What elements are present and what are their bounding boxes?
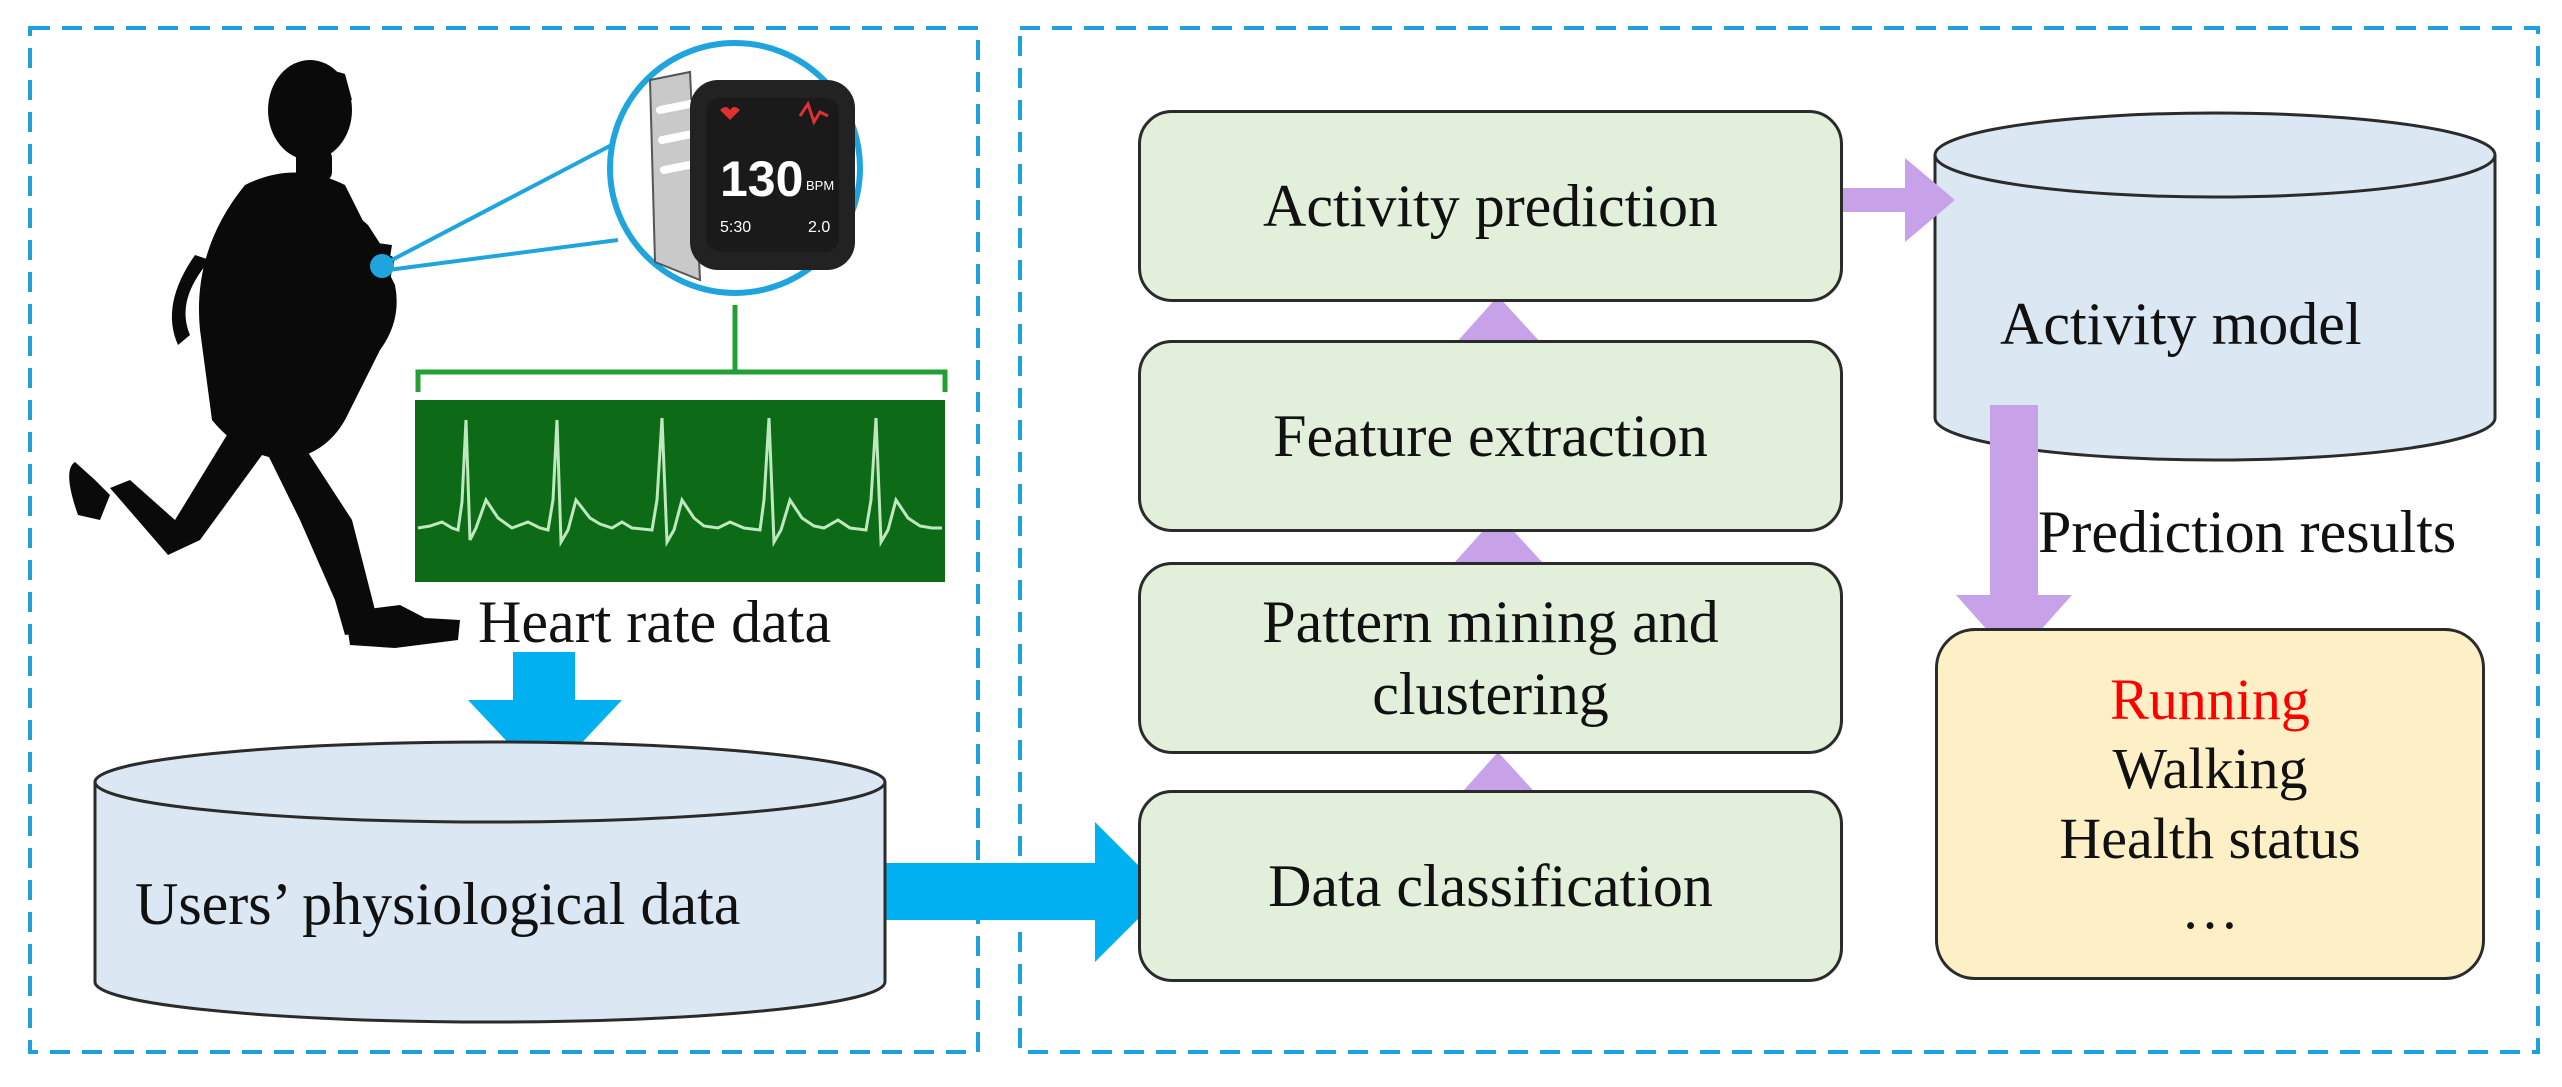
step-label: Feature extraction [1273, 402, 1708, 469]
step-label: Activity prediction [1263, 172, 1718, 239]
wrist-dot-icon [370, 254, 394, 278]
step-label: Data classification [1268, 852, 1713, 919]
purple-arrow-right [1842, 158, 1955, 242]
watch-time-text: 5:30 [720, 219, 751, 236]
purple-arrow-up-2 [1455, 514, 1542, 590]
magnifier-line-lower [387, 238, 619, 272]
smartwatch-icon [648, 70, 855, 282]
users-db-label: Users’ physiological data [135, 871, 741, 937]
step-label: Pattern mining and clustering [1262, 586, 1719, 730]
watch-distance-text: 2.0 [808, 219, 830, 236]
ecg-bracket [415, 305, 948, 392]
purple-arrow-up-3 [1455, 296, 1542, 372]
result-walking: Walking [2112, 736, 2308, 802]
result-ellipsis: … [2181, 875, 2239, 941]
result-running: Running [2110, 666, 2310, 732]
blue-arrow-right [882, 822, 1165, 962]
magnifier-line-upper [387, 136, 626, 264]
activity-model-label: Activity model [2000, 291, 2362, 357]
step-label-line-2: clustering [1372, 661, 1609, 727]
ecg-waveform [417, 417, 942, 548]
users-db-cylinder [93, 740, 887, 1024]
left-panel-border [28, 26, 980, 1054]
watch-bpm-unit: BPM [806, 178, 834, 193]
step-data-classification: Data classification [1138, 790, 1843, 982]
blue-arrow-down [468, 652, 622, 782]
activity-model-cylinder [1933, 111, 2497, 462]
step-activity-prediction: Activity prediction [1138, 110, 1843, 302]
runner-silhouette-icon [69, 60, 460, 648]
step-pattern-mining: Pattern mining and clustering [1138, 562, 1843, 754]
prediction-results-label: Prediction results [2038, 499, 2457, 565]
step-label-line-1: Pattern mining and [1262, 589, 1719, 655]
purple-arrow-down [1956, 405, 2072, 660]
heart-rate-label: Heart rate data [478, 589, 832, 655]
right-panel-border [1018, 26, 2540, 1054]
ecg-background [415, 400, 945, 582]
results-box: Running Walking Health status … [1935, 628, 2485, 980]
watch-bpm-value: 130 [720, 151, 803, 207]
step-feature-extraction: Feature extraction [1138, 340, 1843, 532]
result-health-status: Health status [2059, 806, 2361, 871]
